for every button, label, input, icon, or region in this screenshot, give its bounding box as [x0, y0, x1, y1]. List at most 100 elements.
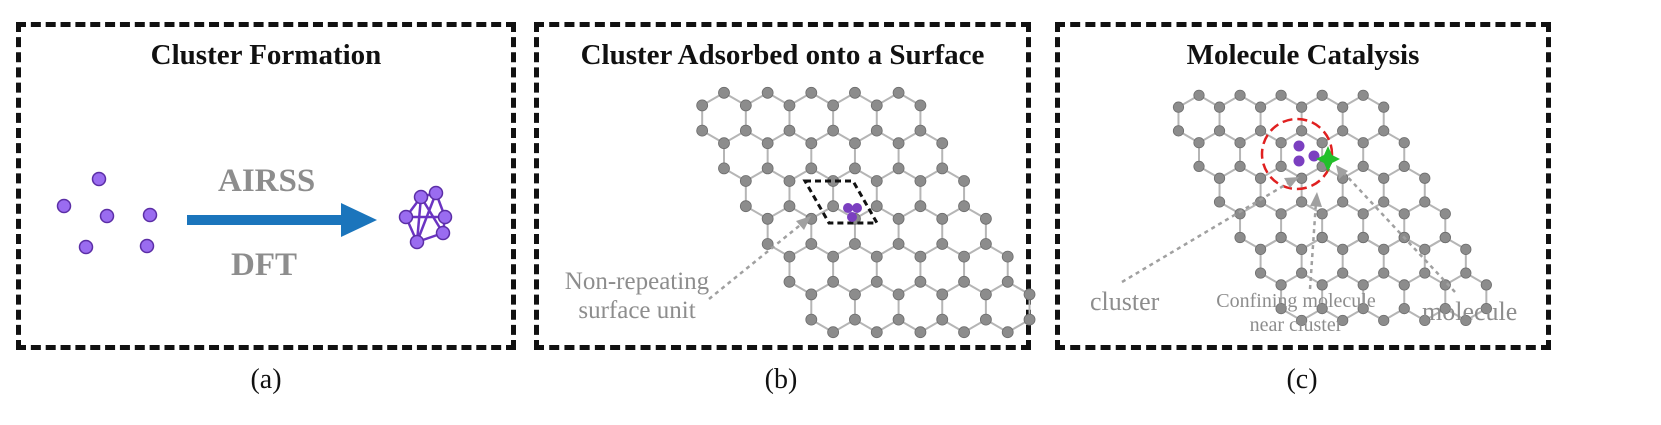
lattice-atom [1357, 208, 1369, 220]
annotation-label: Non-repeating surface unit [557, 267, 717, 325]
lattice-atom [1378, 172, 1390, 184]
lattice-atom [936, 288, 949, 301]
lattice-atom [1234, 208, 1246, 220]
cluster-label: cluster [1090, 287, 1160, 316]
lattice-atom [849, 288, 861, 301]
lattice-atom [761, 212, 774, 225]
lattice-atom [958, 175, 970, 187]
lattice-atom [718, 137, 730, 150]
lattice-atom [870, 99, 883, 112]
adsorbed-cluster [843, 203, 862, 222]
lattice-atom [914, 326, 927, 339]
annotation-arrow [708, 216, 811, 300]
lattice-atom [849, 313, 861, 326]
lattice-atom [1337, 267, 1349, 279]
lattice-atom [783, 175, 796, 187]
lattice-atom [1254, 101, 1267, 113]
lattice-atom [1172, 125, 1185, 137]
lattice-atom [718, 162, 730, 175]
lattice-atom [1357, 279, 1369, 291]
lattice-atom [936, 212, 949, 225]
lattice-atom [1296, 314, 1308, 327]
lattice-atom [1213, 196, 1226, 208]
lattice-atom [1275, 89, 1287, 101]
lattice-atom [1439, 231, 1451, 244]
lattice-atom [892, 288, 905, 301]
caption-c: (c) [1286, 364, 1318, 395]
lattice-atom [1480, 302, 1492, 315]
lattice-atom [827, 200, 840, 213]
lattice-atom [1316, 279, 1328, 291]
lattice-atom [805, 238, 818, 250]
cluster-formation-figure [56, 171, 453, 255]
lattice-atom [979, 212, 992, 225]
free-atoms [56, 171, 158, 255]
lattice-atom [1316, 137, 1328, 149]
lattice-atom [870, 200, 883, 213]
free-atom [78, 239, 94, 255]
lattice-atom [696, 99, 709, 112]
lattice-atom [914, 175, 927, 187]
lattice-atom [1296, 196, 1308, 208]
lattice-atom [739, 200, 752, 213]
lattice-atom [914, 124, 927, 137]
lattice-atom [1001, 275, 1014, 288]
lattice-atom [827, 124, 840, 137]
lattice-atom [761, 238, 774, 250]
lattice-atom [1460, 267, 1472, 279]
lattice-atom [1460, 314, 1472, 327]
lattice-atom [1337, 196, 1349, 208]
free-atom [91, 171, 107, 187]
lattice-atom [1378, 314, 1390, 327]
lattice-atom [849, 162, 861, 175]
lattice-atom [1357, 89, 1369, 101]
cluster-atom [428, 185, 444, 201]
lattice-atom [1337, 314, 1349, 327]
lattice-atom [1419, 243, 1431, 255]
method-dft-label: DFT [231, 247, 297, 283]
lattice-atom [805, 86, 818, 99]
lattice-atom [827, 250, 840, 263]
lattice-atom [739, 175, 752, 187]
lattice-atom [914, 99, 927, 112]
method-airss-label: AIRSS [218, 163, 316, 199]
lattice-atom [958, 200, 970, 213]
lattice-atom [936, 162, 949, 175]
lattice-atom [1357, 137, 1369, 149]
lattice-atom [1172, 101, 1185, 113]
lattice-atom [892, 86, 905, 99]
lattice-atom [1275, 231, 1287, 244]
cluster-atom [437, 209, 453, 225]
lattice-atom [1439, 302, 1451, 315]
lattice-atom [979, 313, 992, 326]
lattice-atom [783, 275, 796, 288]
lattice-atom [936, 238, 949, 250]
confining-line-2: near cluster [1249, 314, 1343, 336]
lattice-atom [805, 313, 818, 326]
lattice-atom [849, 238, 861, 250]
cluster-atom [1293, 155, 1305, 167]
lattice-atom [1275, 302, 1287, 315]
lattice-atom [1378, 125, 1390, 137]
lattice-atom [761, 86, 774, 99]
lattice-atom [1398, 137, 1410, 149]
panel-c-title: Molecule Catalysis [1186, 39, 1420, 71]
lattice-atom [696, 124, 709, 137]
caption-a: (a) [250, 364, 282, 395]
lattice-atom [739, 99, 752, 112]
lattice-atom [870, 175, 883, 187]
process-arrow [187, 203, 377, 237]
lattice-atom [892, 238, 905, 250]
lattice-atom [827, 99, 840, 112]
lattice-atom [1337, 243, 1349, 255]
confining-molecule-label: Confining molecule near cluster [1206, 289, 1386, 337]
panel-a-title: Cluster Formation [150, 39, 382, 71]
formed-cluster [398, 185, 453, 250]
cluster-atom [852, 203, 862, 213]
lattice-atom [1316, 231, 1328, 244]
panel-b-title: Cluster Adsorbed onto a Surface [580, 39, 985, 71]
lattice-atom [1378, 196, 1390, 208]
lattice-atom [783, 200, 796, 213]
lattice-atom [1398, 160, 1410, 172]
free-atom [142, 207, 158, 223]
